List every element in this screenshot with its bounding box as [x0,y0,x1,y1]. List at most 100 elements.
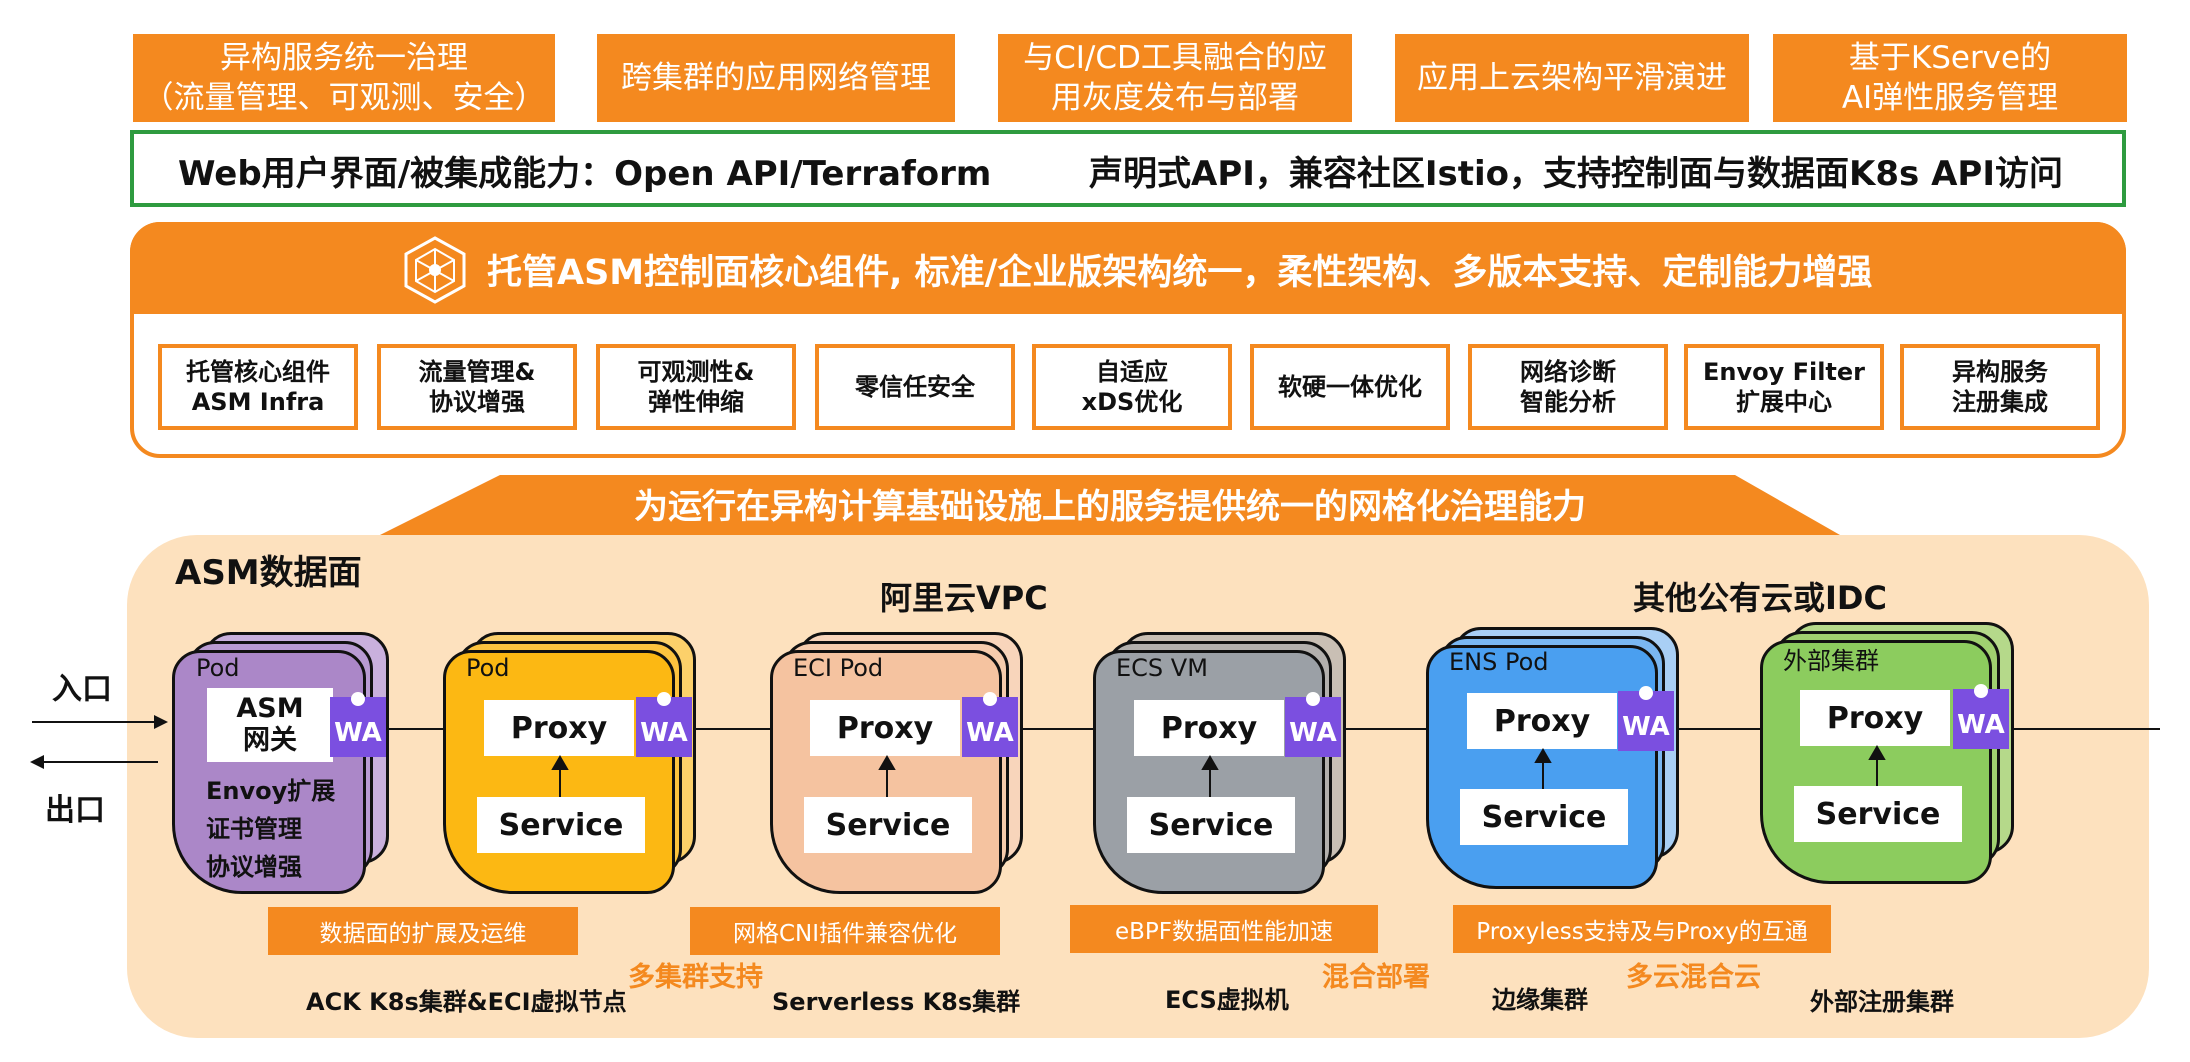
pod-proxy-box: Proxy [484,700,634,756]
mesh-hexagon-icon [404,236,466,304]
feature-line: 自适应 [1096,358,1168,386]
cluster-edge-label: 边缘集群 [1492,986,1588,1014]
accent-hybrid-deploy: 混合部署 [1322,962,1430,993]
feature-hw-sw: 软硬一体优化 [1250,344,1450,430]
feature-zero-trust: 零信任安全 [815,344,1015,430]
capability-extension-ops: 数据面的扩展及运维 [268,907,578,955]
control-plane-title: 托管ASM控制面核心组件, 标准/企业版架构统一，柔性架构、多版本支持、定制能力… [487,253,1873,293]
scenario-line: AI弹性服务管理 [1841,80,2059,116]
feature-line: ASM Infra [191,388,325,416]
feature-line: 流量管理& [418,358,536,386]
region-other-cloud: 其他公有云或IDC [1633,579,1887,617]
feature-line: 协议增强 [429,388,525,416]
cluster-serverless-label: Serverless K8s集群 [772,988,1021,1016]
eci-card-label: ECI Pod [793,654,884,682]
wa-label: WA [1289,718,1337,748]
asm-gateway-line: ASM [236,693,304,724]
wa-badge-pod: WA [636,697,692,757]
wa-label: WA [640,718,688,748]
external-card-label: 外部集群 [1783,647,1879,675]
external-service-box: Service [1794,786,1962,842]
scenario-line: 与CI/CD工具融合的应 [1023,40,1327,76]
wa-dot [1639,686,1653,700]
cluster-external-label: 外部注册集群 [1810,988,1954,1016]
scenario-line: 跨集群的应用网络管理 [621,60,931,96]
pod-card-label: Pod [466,654,510,682]
gateway-capability: Envoy扩展 [206,777,336,805]
pod-service-box: Service [477,797,645,853]
gateway-card-label: Pod [196,654,240,682]
feature-line: 软硬一体优化 [1278,373,1422,401]
scenario-box-kserve: 基于KServe的 AI弹性服务管理 [1773,34,2127,122]
external-proxy-box: Proxy [1800,690,1950,746]
wa-badge-eci: WA [962,697,1018,757]
asm-gateway-line: 网关 [243,725,297,756]
eci-proxy-box: Proxy [810,700,960,756]
wa-dot [1974,684,1988,698]
feature-line: 可观测性& [637,358,755,386]
feature-traffic: 流量管理&协议增强 [377,344,577,430]
cluster-ecs-label: ECS虚拟机 [1165,986,1289,1014]
feature-line: 异构服务 [1952,358,2048,386]
accent-multi-cloud: 多云混合云 [1626,962,1761,993]
integration-right-text: 声明式API，兼容社区Istio，支持控制面与数据面K8s API访问 [1089,154,2063,194]
ens-card-label: ENS Pod [1449,648,1549,676]
control-plane-header: 托管ASM控制面核心组件, 标准/企业版架构统一，柔性架构、多版本支持、定制能力… [130,222,2126,314]
feature-line: 零信任安全 [855,373,975,401]
feature-line: xDS优化 [1081,388,1183,416]
ecs-proxy-box: Proxy [1134,700,1284,756]
ens-service-box: Service [1460,789,1628,845]
wa-badge-external: WA [1953,689,2009,749]
gateway-capabilities: Envoy扩展 证书管理 协议增强 [206,772,335,886]
feature-line: Envoy Filter [1702,358,1866,386]
wa-dot [983,692,997,706]
gateway-capability: 证书管理 [206,815,302,843]
egress-label: 出口 [45,793,105,828]
feature-line: 智能分析 [1520,388,1616,416]
scenario-box-cloud-migration: 应用上云架构平滑演进 [1395,34,1749,122]
ingress-label: 入口 [52,672,112,707]
integration-left-text: Web用户界面/被集成能力：Open API/Terraform [178,154,992,194]
region-aliyun-vpc: 阿里云VPC [880,579,1048,617]
ecs-card-label: ECS VM [1116,654,1208,682]
capability-proxyless: Proxyless支持及与Proxy的互通 [1453,905,1831,953]
integration-bar: Web用户界面/被集成能力：Open API/Terraform 声明式API，… [130,130,2126,207]
feature-line: 注册集成 [1952,388,2048,416]
gateway-capability: 协议增强 [206,853,302,881]
banner-text: 为运行在异构计算基础设施上的服务提供统一的网格化治理能力 [634,486,1586,527]
scenario-line: 基于KServe的 [1848,40,2052,76]
ecs-service-box: Service [1127,797,1295,853]
wa-dot [657,692,671,706]
scenario-line: 用灰度发布与部署 [1051,80,1299,116]
feature-observability: 可观测性&弹性伸缩 [596,344,796,430]
data-plane-title: ASM数据面 [175,553,362,593]
wa-dot [1306,692,1320,706]
scenario-line: 应用上云架构平滑演进 [1417,60,1727,96]
scenario-line: 异构服务统一治理 [220,40,468,76]
feature-line: 网络诊断 [1520,358,1616,386]
feature-line: 托管核心组件 [186,358,330,386]
eci-service-box: Service [804,797,972,853]
eci-card [770,650,1002,894]
wa-badge-ecs: WA [1285,697,1341,757]
feature-diagnostics: 网络诊断智能分析 [1468,344,1668,430]
wa-label: WA [966,718,1014,748]
cluster-ack-label: ACK K8s集群&ECI虚拟节点 [306,988,627,1016]
wa-badge-gateway: WA [330,697,386,757]
wa-label: WA [334,718,382,748]
ens-proxy-box: Proxy [1467,693,1617,749]
capability-cni: 网格CNI插件兼容优化 [690,907,1000,955]
wa-dot [351,692,365,706]
wa-badge-ens: WA [1618,691,1674,751]
scenario-box-cicd: 与CI/CD工具融合的应用灰度发布与部署 [998,34,1352,122]
wa-label: WA [1622,712,1670,742]
scenario-line: （流量管理、可观测、安全） [142,80,546,116]
accent-multi-cluster: 多集群支持 [628,962,763,993]
feature-line: 扩展中心 [1735,388,1832,416]
capability-ebpf: eBPF数据面性能加速 [1070,905,1378,953]
